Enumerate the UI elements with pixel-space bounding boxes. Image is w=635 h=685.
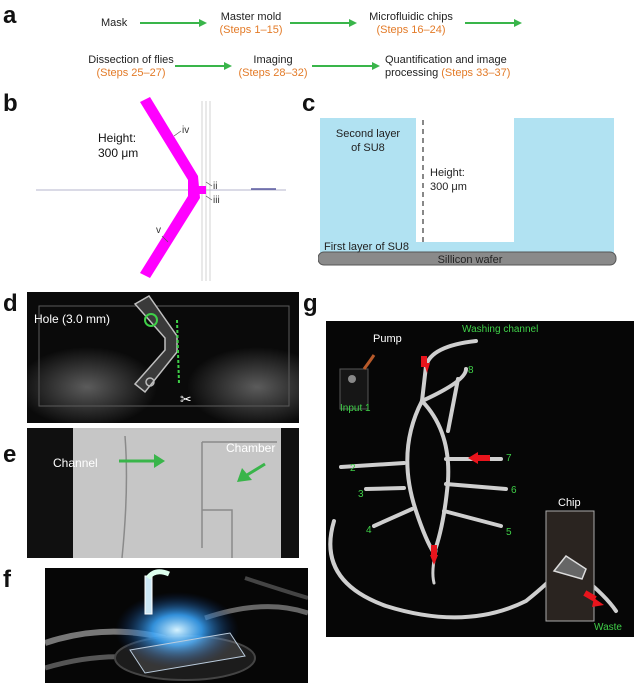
channel-photo-field — [73, 428, 281, 558]
tube-vertical — [144, 575, 153, 615]
panel-letter-a: a — [3, 2, 17, 29]
chip-photo-art: ✂ — [27, 295, 299, 423]
flow-master-mold-steps: (Steps 1–15) — [219, 24, 283, 36]
pdms-chip-shape — [133, 295, 178, 394]
panel-letter-c: c — [302, 90, 316, 117]
flow-imaging: Imaging (Steps 28–32) — [235, 54, 311, 80]
panel-letter-e: e — [3, 441, 17, 468]
manifold-left — [405, 399, 436, 555]
scissors-icon: ✂ — [180, 391, 192, 407]
mask-height-label: Height: — [98, 131, 136, 145]
port-tube-6 — [444, 482, 508, 491]
flow-master-mold: Master mold (Steps 1–15) — [212, 11, 290, 37]
panel-letter-f: f — [3, 566, 11, 593]
flow-chips-steps: (Steps 16–24) — [376, 24, 446, 36]
cross-section-panel: Second layer of SU8 Height: 300 μm First… — [318, 112, 618, 272]
su8-left-block — [320, 118, 416, 254]
chamber-arrow-icon — [237, 468, 252, 482]
port-tube-5 — [442, 509, 503, 528]
port-tube-3 — [364, 486, 406, 491]
setup-photo-art — [45, 569, 308, 681]
port-label-8: 8 — [468, 365, 474, 376]
port-label-3: 3 — [358, 489, 364, 500]
port-label-7: 7 — [506, 453, 512, 464]
chip-photo: ✂ Hole (3.0 mm) — [27, 292, 299, 423]
mask-height-value: 300 μm — [98, 146, 138, 160]
flow-master-mold-label: Master mold — [220, 11, 282, 23]
flow-dissection: Dissection of flies (Steps 25–27) — [82, 54, 180, 80]
port-tube-2 — [339, 461, 406, 469]
channel-photo-art — [119, 435, 277, 558]
port-label-2: 2 — [350, 463, 356, 474]
wafer-label: Sillicon wafer — [438, 254, 503, 266]
workflow-arrows — [140, 19, 522, 70]
panel-letter-d: d — [3, 290, 18, 317]
mask-label-v: v — [156, 225, 161, 236]
flow-chips: Microfluidic chips (Steps 16–24) — [360, 11, 462, 37]
tube-outlet — [328, 519, 560, 620]
full-setup-art — [328, 339, 618, 622]
red-marker-port7-icon — [468, 452, 478, 464]
flow-dissection-steps: (Steps 25–27) — [96, 67, 166, 79]
outlet-hole-icon — [145, 377, 155, 387]
flow-mask: Mask — [101, 17, 128, 29]
mask-label-iii: iii — [213, 195, 220, 206]
panel-letter-b: b — [3, 90, 18, 117]
port-label-5: 5 — [506, 527, 512, 538]
mask-label-iv: iv — [182, 125, 189, 136]
waste-label: Waste — [594, 622, 622, 633]
red-marker-waste-icon — [592, 598, 604, 607]
mask-channel-shape — [140, 97, 200, 278]
port-tube-8 — [446, 377, 460, 433]
first-layer-label: First layer of SU8 — [324, 241, 409, 253]
mask-panel: iv ii iii v Height: 300 μm — [36, 96, 286, 286]
second-layer-label-1: Second layer — [336, 128, 401, 140]
channel-photo: Channel Chamber — [27, 428, 299, 558]
second-layer-label-2: of SU8 — [351, 142, 385, 154]
full-setup-photo: Pump Washing channel Input 1 Chip Waste … — [326, 321, 634, 637]
hole-marker-icon — [144, 313, 158, 327]
chip-device — [552, 555, 587, 580]
channel-arrow-icon — [154, 454, 165, 468]
su8-right-block — [514, 118, 614, 254]
port-label-6: 6 — [511, 485, 517, 496]
mask-chamber-notch — [192, 186, 206, 194]
channel-label: Channel — [53, 456, 98, 470]
chamber-arrow-line — [246, 462, 266, 477]
glass-slide — [38, 305, 290, 407]
flow-quant: Quantification and image processing (Ste… — [385, 54, 510, 80]
manifold-right — [420, 399, 451, 555]
cross-section-diagram: Second layer of SU8 Height: 300 μm First… — [318, 118, 617, 266]
mask-label-ii: ii — [213, 181, 217, 192]
hole-label: Hole (3.0 mm) — [34, 312, 111, 326]
port-tube-4 — [372, 507, 414, 528]
flow-quant-steps: (Steps 33–37) — [441, 67, 511, 79]
glass-slide-f — [129, 632, 246, 674]
flow-imaging-steps: (Steps 28–32) — [238, 67, 308, 79]
red-marker-outlet-icon — [430, 555, 438, 565]
pump-wire — [362, 354, 376, 370]
chip-label: Chip — [558, 497, 581, 509]
flow-quant-label: Quantification and image — [385, 54, 507, 66]
flow-chips-label: Microfluidic chips — [369, 11, 453, 23]
silicon-wafer — [318, 251, 617, 266]
flow-dissection-label: Dissection of flies — [88, 54, 174, 66]
cut-line — [176, 319, 180, 385]
input1-label: Input 1 — [340, 403, 371, 414]
port-label-4: 4 — [366, 525, 372, 536]
workflow-panel: Mask Master mold (Steps 1–15) Microfluid… — [0, 0, 635, 90]
setup-photo — [45, 568, 308, 683]
washing-channel-label: Washing channel — [462, 324, 539, 335]
pump-label: Pump — [373, 333, 402, 345]
panel-letter-g: g — [303, 290, 318, 317]
cross-height-label: Height: — [430, 167, 465, 179]
flow-imaging-label: Imaging — [253, 54, 293, 66]
mask-drawing: iv ii iii v Height: 300 μm — [36, 97, 286, 281]
flow-quant-label-2: processing — [385, 67, 439, 79]
tube-washing — [424, 339, 478, 368]
chamber-label: Chamber — [226, 441, 276, 455]
cross-height-value: 300 μm — [430, 181, 467, 193]
